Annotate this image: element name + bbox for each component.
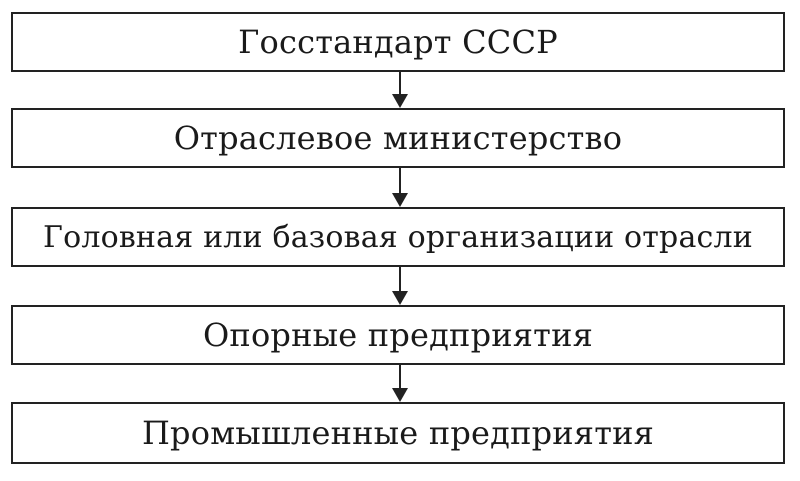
arrow-down-1 — [392, 72, 408, 108]
arrow-head — [392, 291, 408, 305]
arrow-shaft — [399, 365, 401, 388]
box-label: Промышленные предприятия — [141, 414, 655, 452]
arrow-down-4 — [392, 365, 408, 402]
box-head-organization: Головная или базовая организации отрасли — [11, 207, 785, 267]
box-industrial-enterprises: Промышленные предприятия — [11, 402, 785, 464]
arrow-down-3 — [392, 267, 408, 305]
box-label: Госстандарт СССР — [238, 23, 558, 61]
arrow-shaft — [399, 72, 401, 94]
arrow-shaft — [399, 267, 401, 291]
arrow-head — [392, 94, 408, 108]
box-gosstandart: Госстандарт СССР — [11, 12, 785, 72]
arrow-down-2 — [392, 168, 408, 207]
box-reference-enterprises: Опорные предприятия — [11, 305, 785, 365]
box-ministry: Отраслевое министерство — [11, 108, 785, 168]
box-label: Отраслевое министерство — [173, 119, 623, 157]
box-label: Головная или базовая организации отрасли — [43, 219, 753, 255]
box-label: Опорные предприятия — [202, 316, 594, 354]
arrow-shaft — [399, 168, 401, 193]
arrow-head — [392, 193, 408, 207]
arrow-head — [392, 388, 408, 402]
